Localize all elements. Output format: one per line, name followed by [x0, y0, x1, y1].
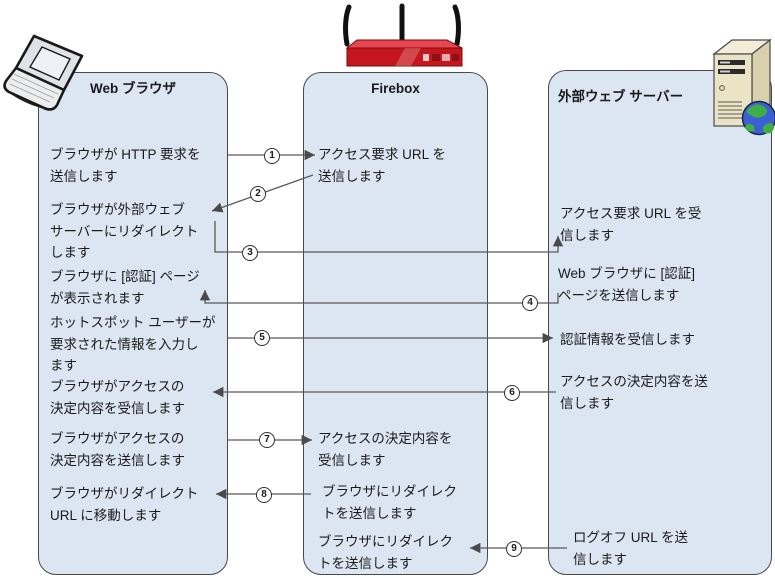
note-server-receives-credentials: 認証情報を受信します — [560, 332, 695, 347]
note-firebox-receives-decision: アクセスの決定内容を 受信します — [318, 431, 453, 468]
step-4-badge: 4 — [522, 295, 538, 311]
note-browser-sends-http: ブラウザが HTTP 要求を 送信します — [50, 147, 201, 184]
server-globe-icon — [712, 38, 775, 136]
note-server-sends-decision: アクセスの決定内容を送 信します — [560, 374, 708, 411]
note-browser-goes-redirect-url: ブラウザがリダイレクト URL に移動します — [50, 486, 199, 523]
external-web-server-column-box — [548, 70, 772, 575]
step-6-badge: 6 — [504, 385, 520, 401]
step-3-badge: 3 — [242, 245, 258, 261]
note-firebox-sends-redirect-1: ブラウザにリダイレク トを送信します — [322, 484, 457, 521]
note-firebox-sends-url: アクセス要求 URL を 送信します — [318, 147, 446, 184]
external-web-server-title: 外部ウェブ サーバー — [558, 89, 684, 104]
step-7-badge: 7 — [259, 432, 275, 448]
note-server-receives-url: アクセス要求 URL を受 信します — [560, 206, 702, 243]
step-2-badge: 2 — [250, 186, 266, 202]
step-1-badge: 1 — [264, 148, 280, 164]
web-browser-column-box — [38, 72, 228, 575]
step-8-badge: 8 — [256, 487, 272, 503]
step-5-badge: 5 — [254, 330, 270, 346]
firebox-title: Firebox — [371, 81, 420, 96]
note-browser-redirects: ブラウザが外部ウェブ サーバーにリダイレクト します — [50, 202, 199, 260]
laptop-icon — [3, 34, 84, 111]
note-browser-sends-decision: ブラウザがアクセスの 決定内容を送信します — [50, 431, 185, 468]
firebox-column-box — [303, 72, 488, 575]
note-server-sends-auth-page: Web ブラウザに [認証] ページを送信します — [558, 266, 696, 303]
wireless-router-icon — [343, 3, 463, 67]
web-browser-title: Web ブラウザ — [89, 81, 176, 96]
note-auth-page-shown: ブラウザに [認証] ページ が表示されます — [50, 269, 200, 306]
note-browser-receives-decision: ブラウザがアクセスの 決定内容を受信します — [50, 379, 185, 416]
step-9-badge: 9 — [506, 541, 522, 557]
note-server-sends-logoff-url: ログオフ URL を送 信します — [573, 530, 689, 567]
note-user-enters-info: ホットスポット ユーザーが 要求された情報を入力し ます — [50, 315, 216, 373]
note-firebox-sends-redirect-2: ブラウザにリダイレク トを送信します — [318, 534, 453, 571]
